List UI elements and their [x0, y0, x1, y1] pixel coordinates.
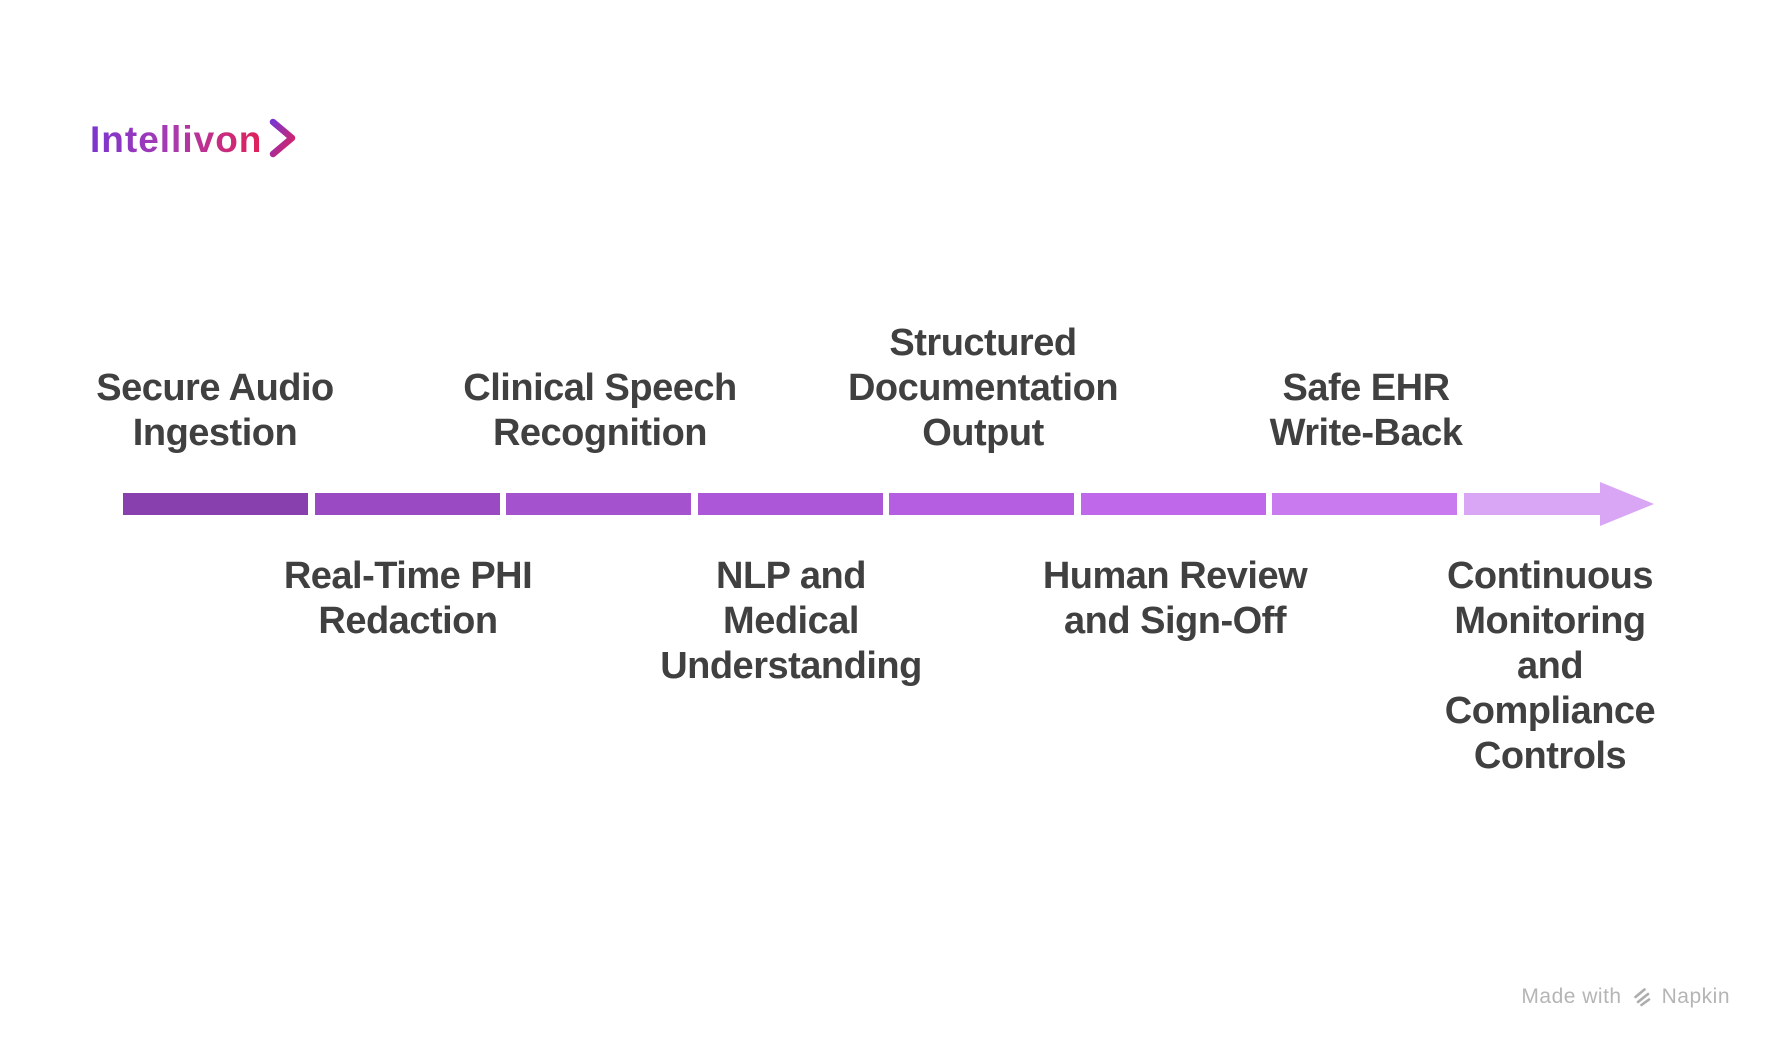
timeline-segment-5	[889, 493, 1074, 515]
napkin-watermark: Made with Napkin	[1521, 985, 1730, 1009]
milestone-label-1: Secure Audio Ingestion	[96, 367, 334, 454]
arrow-head-icon	[1600, 482, 1654, 526]
brand-name: Intellivon	[90, 118, 263, 160]
napkin-logo-icon	[1633, 988, 1650, 1007]
timeline-segment-3	[506, 493, 691, 515]
milestone-label-2: Real-Time PHI Redaction	[283, 555, 533, 642]
chevron-right-icon	[270, 118, 296, 158]
brand-logo: Intellivon	[90, 118, 298, 160]
timeline-segment-8	[1464, 493, 1600, 515]
timeline-segment-1	[123, 493, 308, 515]
watermark-text: Made with	[1521, 985, 1622, 1008]
timeline-segment-4	[698, 493, 883, 515]
timeline-segment-7	[1272, 493, 1457, 515]
milestone-label-8: Continuous Monitoring and Compliance Con…	[1444, 555, 1656, 777]
timeline-segment-6	[1081, 493, 1266, 515]
milestone-label-5: Structured Documentation Output	[847, 322, 1119, 454]
milestone-label-4: NLP and Medical Understanding	[660, 555, 922, 687]
watermark-brand: Napkin	[1661, 985, 1730, 1008]
milestone-label-7: Safe EHR Write-Back	[1269, 367, 1463, 454]
timeline-segment-2	[315, 493, 500, 515]
milestone-label-6: Human Review and Sign-Off	[1042, 555, 1308, 642]
milestone-label-3: Clinical Speech Recognition	[463, 367, 737, 454]
